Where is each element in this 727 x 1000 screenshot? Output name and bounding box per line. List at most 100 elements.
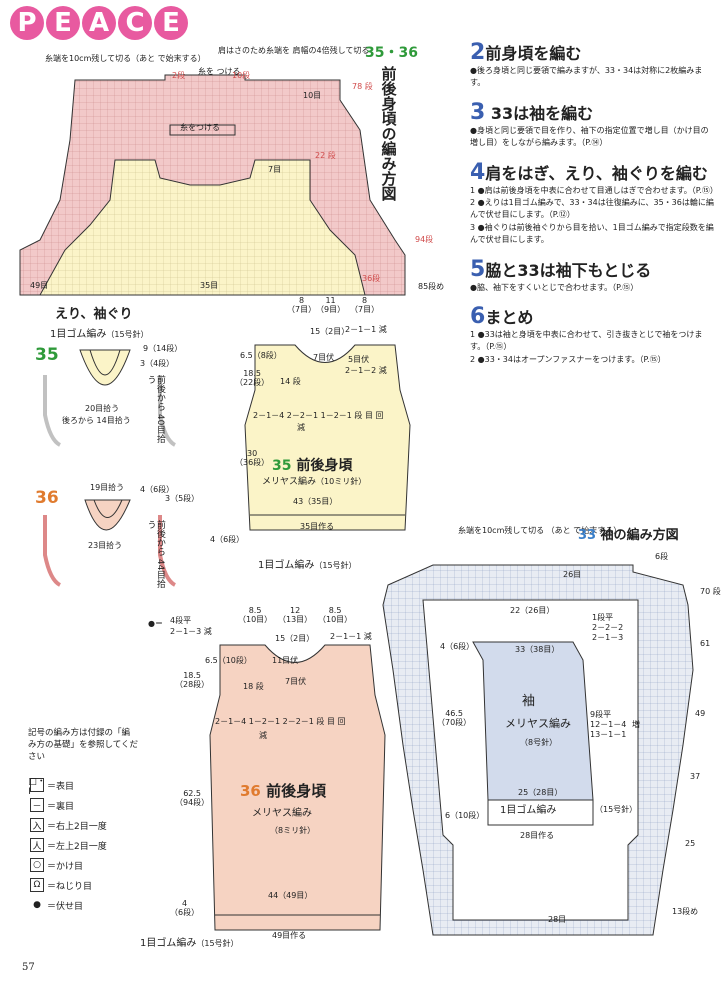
- instruction-section: 2前身頃を編む ●後ろ身頃と同じ要領で編みますが、33・34は対称に2枚編みます…: [470, 40, 715, 90]
- instruction-bullet: 1 ●33は袖と身頃を中表に合わせて、引き抜きとじで袖をつけます。（P.⑮）: [470, 329, 703, 352]
- body36-dec4: 4段平: [170, 616, 192, 625]
- body36-needle: （8ミリ針）: [270, 826, 316, 835]
- collar35-l20: 20目拾う: [85, 404, 120, 413]
- instruction-title: 2前身頃を編む: [470, 40, 582, 65]
- sleeve-l28make: 28目作る: [520, 831, 555, 840]
- body35-l14: 14 段: [280, 377, 301, 386]
- sleeve-l465: 46.5（70段）: [437, 709, 472, 727]
- body35-lgen: 減: [297, 423, 305, 432]
- sleeve-title: 33 袖の編み方図: [578, 528, 679, 543]
- sleeve-l6dan: 6段: [655, 552, 669, 561]
- twisted-symbol-icon: Ω: [30, 878, 44, 892]
- sleeve-dinc1: 1段平: [592, 613, 614, 622]
- body36-lgen: 減: [259, 731, 267, 740]
- body35-l35: 35目作る: [300, 522, 335, 531]
- label-attach-yarn: 糸をつける: [180, 123, 220, 132]
- instruction-title: 5脇と33は袖下もとじる: [470, 256, 652, 282]
- note-yarn-end: 糸端を10cm残して切る（あと で始末する）: [45, 54, 206, 63]
- body35-l212: 2－1－2 減: [345, 366, 387, 375]
- instruction-bullet: 1 ●肩は前後身頃を中表に合わせて目通しはぎで合わせます。（P.⑮）: [470, 185, 718, 195]
- body35-stitch: メリヤス編み（10ミリ針）: [262, 477, 367, 487]
- body35-l211: 2－1－1 減: [345, 325, 387, 334]
- body35-d11: 11（9目）: [316, 296, 346, 314]
- collar35-diagram: [43, 349, 177, 447]
- body36-title: 36 前後身頃: [240, 782, 327, 800]
- body35-l65: 6.5（8段）: [240, 351, 282, 360]
- body36-bullet: ●＝: [148, 619, 163, 628]
- label-22dan: 22 段: [315, 151, 336, 160]
- logo-letter: C: [118, 6, 152, 40]
- sleeve-l6: 6（10段）: [445, 811, 485, 820]
- body36-l65: 6.5（10段）: [205, 656, 252, 665]
- collar-section-title: えり、袖ぐり: [55, 307, 133, 322]
- body35-l4: 4（6段）: [210, 535, 245, 544]
- legend-row: ○＝かけ目: [30, 858, 107, 872]
- bindoff-symbol-icon: ●: [30, 898, 44, 912]
- body36-d12: 12（13目）: [278, 606, 313, 624]
- instruction-section: 5脇と33は袖下もとじる ●脇、袖下をすくいとじで合わせます。（P.⑮）: [470, 257, 715, 294]
- note-shoulder: 肩はさのため糸端を 肩幅の4倍残して切る: [218, 46, 370, 55]
- body36-l11: 11目伏: [272, 656, 299, 665]
- sleeve-inc13: 13－1－1: [590, 730, 627, 739]
- collar36-l4: 4（6段）: [140, 485, 175, 494]
- collar35-l3: 3（4段）: [140, 359, 175, 368]
- chart-title: 前後身頃の編み方図: [379, 66, 398, 201]
- collar36-num: 36: [35, 488, 59, 508]
- instruction-title: 6まとめ: [470, 303, 534, 329]
- instruction-bullet: ●身頃と同じ要領で目を作り、袖下の指定位置で増し目（かけ目の増し目）をしながら編…: [470, 125, 709, 148]
- sleeve-knitting-chart: [382, 564, 694, 936]
- body36-stitch: メリヤス編み: [252, 808, 312, 819]
- sleeve-zo: 増: [632, 720, 640, 729]
- logo-letter: E: [46, 6, 80, 40]
- instruction-bullet: 3 ●袖ぐりは前後袖ぐりから目を拾い、1目ゴム編みで指定段数を編んで伏せ目にしま…: [470, 222, 714, 245]
- collar36-front: 前後から 44目拾う: [145, 520, 165, 589]
- body35-l43: 43（35目）: [293, 497, 338, 506]
- label-94dan: 94段: [415, 235, 434, 244]
- label-35me: 35目: [200, 281, 219, 290]
- label-10me: 10目: [303, 91, 322, 100]
- instruction-bullet: ●脇、袖下をすくいとじで合わせます。（P.⑮）: [470, 282, 639, 292]
- sleeve-dinc2: 2－2－2: [592, 623, 624, 632]
- sleeve-dinc3: 2－1－3: [592, 633, 624, 642]
- instruction-section: 6まとめ 1 ●33は袖と身頃を中表に合わせて、引き抜きとじで袖をつけます。（P…: [470, 304, 715, 366]
- body35-l5: 5目伏: [348, 355, 370, 364]
- label-2dan: 2段: [172, 71, 186, 80]
- label-10dan: 10段: [232, 71, 251, 80]
- page-number: 57: [22, 962, 35, 973]
- body36-l44: 44（49目）: [268, 891, 313, 900]
- left-dec-symbol-icon: 人: [30, 838, 44, 852]
- legend-intro: 記号の編み方は付録の「編み方の基礎」を参照してください: [28, 728, 138, 762]
- legend-row: Ω＝ねじり目: [30, 878, 107, 892]
- body35-l30: 30（36段）: [235, 449, 270, 467]
- sleeve-stitch: メリヤス編み: [505, 717, 571, 730]
- body35-schematic: [244, 344, 411, 531]
- instruction-title: 4肩をはぎ、えり、袖ぐりを編む: [470, 159, 708, 185]
- body35-title: 35 前後身頃: [272, 458, 353, 474]
- knit-symbol-icon: □・Ⅰ: [28, 776, 46, 797]
- sleeve-inc9: 9段平: [590, 710, 612, 719]
- body36-d85a: 8.5（10目）: [238, 606, 273, 624]
- legend-row: 入＝右上2目一度: [30, 818, 107, 832]
- logo-letter: P: [10, 6, 44, 40]
- sleeve-d33: 33（38目）: [515, 645, 560, 654]
- yarnover-symbol-icon: ○: [30, 858, 44, 872]
- body35-l185: 18.5（22段）: [235, 369, 270, 387]
- body-knitting-chart: [19, 74, 406, 296]
- collar35-front: 前後から 40目拾う: [145, 375, 165, 444]
- body36-l49: 49目作る: [272, 931, 307, 940]
- sleeve-l13: 13段め: [672, 907, 699, 916]
- peace-logo: P E A C E: [10, 6, 188, 40]
- body35-ldec: 2－1－4 2－2－1 1－2－1 段 目 回: [253, 411, 384, 421]
- body36-d85b: 8.5（10目）: [318, 606, 353, 624]
- body36-ldec: 2－1－4 1－2－1 2－2－1 段 目 回: [215, 717, 346, 727]
- body36-l211: 2－1－1 減: [330, 632, 372, 641]
- collar36-l19: 19目拾う: [90, 483, 125, 492]
- label-yarn-attach: 糸を つける: [198, 67, 241, 76]
- sleeve-d25: 25（28目）: [518, 788, 563, 797]
- collar35-back: 後ろから 14目拾う: [62, 416, 131, 425]
- sleeve-l61: 61: [700, 639, 711, 648]
- right-dec-symbol-icon: 入: [30, 818, 44, 832]
- logo-letter: A: [82, 6, 116, 40]
- purl-symbol-icon: －: [30, 798, 44, 812]
- collar36-diagram: [43, 499, 177, 587]
